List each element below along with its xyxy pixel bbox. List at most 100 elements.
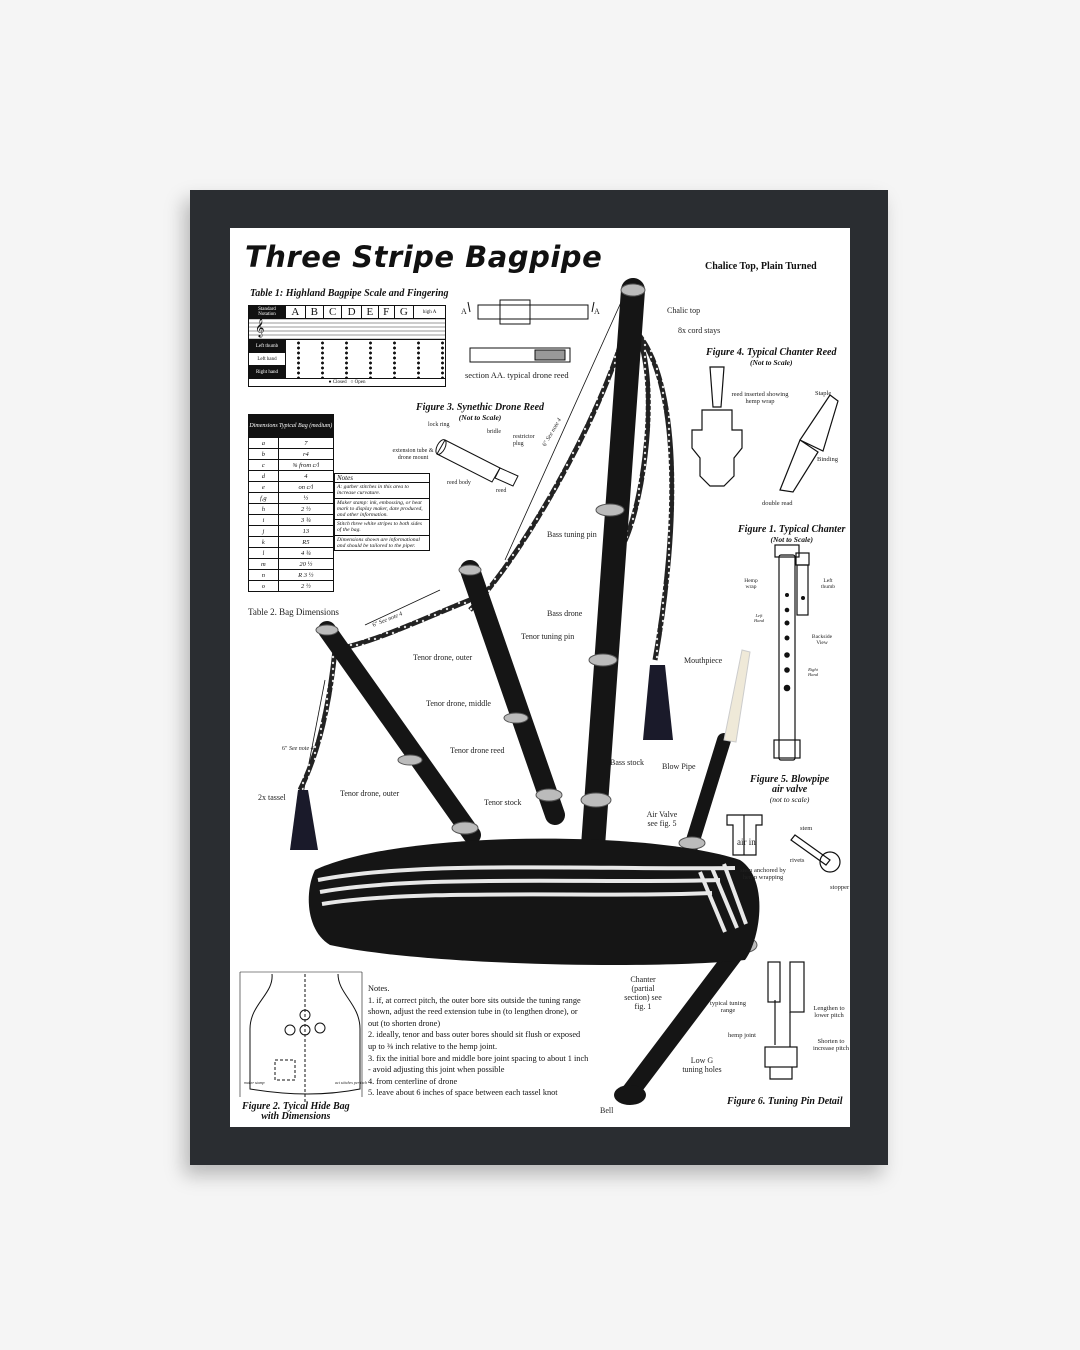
typical-bag-value: R5 (277, 536, 335, 548)
hemp-wrap-label: Hemp wrap (744, 578, 758, 590)
legend-closed: Closed (332, 379, 347, 385)
legend-open: Open (354, 379, 366, 385)
note-cell: G (393, 305, 415, 319)
bottom-note: 5. leave about 6 inches of space between… (368, 1088, 558, 1098)
low-g-label: Low G tuning holes (682, 1056, 722, 1074)
fig4-title-text: Figure 4. Typical Chanter Reed (706, 347, 837, 358)
dimension-key: l (248, 547, 279, 559)
note-cell: D (341, 305, 362, 319)
chanter-drawing (773, 544, 810, 761)
mouthpiece-label: Mouthpiece (684, 656, 723, 665)
staple-label: Staple (815, 390, 832, 397)
stem-anchored-label: stem anchored by hemp wrapping (740, 867, 786, 881)
dimension-key: b (248, 448, 279, 460)
air-in-label: air in (737, 837, 756, 847)
tenor-drone-outer-label-2: Tenor drone, outer (340, 789, 400, 798)
fingering-row: Left hand (248, 352, 446, 366)
tenor-drone-reed-label: Tenor drone reed (450, 746, 505, 755)
synthetic-drone-reed-drawing (435, 439, 519, 487)
section-drawings (467, 299, 595, 363)
shorten-label: Shorten to increase pitch (813, 1038, 849, 1052)
note-cell: E (360, 305, 379, 319)
drones (318, 278, 754, 1104)
dimension-key: f,g (248, 492, 279, 504)
section-aa-label: section AA. typical drone reed (465, 370, 569, 380)
typical-bag-value: 20 ½ (277, 558, 335, 570)
chalic-top-label: Chalic top (667, 306, 701, 315)
hide-bag-drawing (239, 971, 363, 1104)
typical-bag-value: R 3 ½ (277, 569, 335, 581)
typical-bag-value: 2 ½ (277, 503, 335, 515)
left-thumb-label: Left thumb (248, 339, 286, 353)
six-inch-label-left: 6" See note 4 (282, 745, 314, 754)
dimension-key: m (248, 558, 279, 570)
bottom-note: 3. fix the initial bore and middle bore … (368, 1053, 589, 1075)
typical-bag-value: ½ (277, 492, 335, 504)
bridle-label: bridle (487, 429, 501, 435)
backside-view-label: Backside View (811, 634, 833, 646)
dimension-key: h (248, 503, 279, 515)
bell-label: Bell (600, 1106, 614, 1115)
legend-cell: ● Closed ○ Open (248, 378, 446, 387)
typical-bag-value: 2 ½ (277, 580, 335, 592)
chanter-bell (614, 1085, 646, 1105)
bottom-note: 1. if, at correct pitch, the outer bore … (368, 995, 581, 1028)
act-stitches-label: act stitches per inch (335, 1080, 368, 1085)
chanter-reed-drawing (691, 366, 839, 493)
fig5-sub: (not to scale) (769, 795, 810, 804)
typical-bag-header: Typical Bag (medium) (278, 414, 334, 438)
air-valve-drawing (726, 814, 841, 873)
lock-ring-label: lock ring (428, 422, 450, 428)
chanter-holes (783, 593, 805, 692)
bottom-notes: Notes. 1. if, at correct pitch, the oute… (368, 983, 590, 1099)
air-valve-label: Air Valve see fig. 5 (646, 810, 678, 828)
dimension-key: n (248, 569, 279, 581)
bass-tuning-pin-label: Bass tuning pin (547, 530, 597, 539)
tenor-drone-middle-label: Tenor drone, middle (426, 699, 491, 708)
fig1-sub: (Not to Scale) (770, 535, 813, 544)
right-hand-label: Right Hand (808, 667, 818, 677)
dimension-key: i (248, 514, 279, 526)
binding-label: Binding (817, 456, 838, 463)
bag-notes-box: Notes A: gather stitches in this area to… (334, 473, 430, 552)
fig2-title-text: Figure 2. Tyical Hide Bag (242, 1101, 350, 1112)
stopper-label: stopper (830, 884, 850, 891)
tassels (290, 665, 673, 850)
legend-row: ● Closed ○ Open (248, 378, 446, 387)
notation-row: Standard Notation A B C D E F G high A (248, 305, 446, 319)
notes-box-item: Stitch three white stripes to both sides… (335, 520, 429, 536)
typical-bag-value: on c/l (277, 481, 335, 493)
fig1-title: Figure 1. Typical Chanter(Not to Scale) (738, 525, 845, 545)
dimension-key: o (248, 580, 279, 592)
cord-stays-label: 8x cord stays (678, 326, 721, 335)
fingering-row: Left thumb (248, 339, 446, 379)
tassel-label: 2x tassel (258, 793, 286, 802)
dimension-key: a (248, 437, 279, 449)
fig1-title-text: Figure 1. Typical Chanter (738, 524, 846, 535)
tenor-tuning-pin-label: Tenor tuning pin (521, 632, 575, 641)
typical-bag-value: 13 (277, 525, 335, 537)
note-cell: C (322, 305, 343, 319)
typical-bag-value: 7 (277, 437, 335, 449)
tuning-pin-drawing (764, 961, 805, 1080)
bottom-note: 4. from centerline of drone (368, 1076, 458, 1086)
tenor-drone-outer-label: Tenor drone, outer (413, 653, 473, 662)
typical-bag-value: 3 ¾ (277, 514, 335, 526)
scale-fingering-table: Standard Notation A B C D E F G high A 𝄞… (248, 305, 446, 387)
left-hand-label: Left hand (248, 352, 286, 366)
reed-label: reed (496, 488, 507, 494)
fingering-row: Right hand (248, 365, 446, 379)
bass-stock-label: Bass stock (610, 758, 644, 767)
note-cell: F (377, 305, 395, 319)
